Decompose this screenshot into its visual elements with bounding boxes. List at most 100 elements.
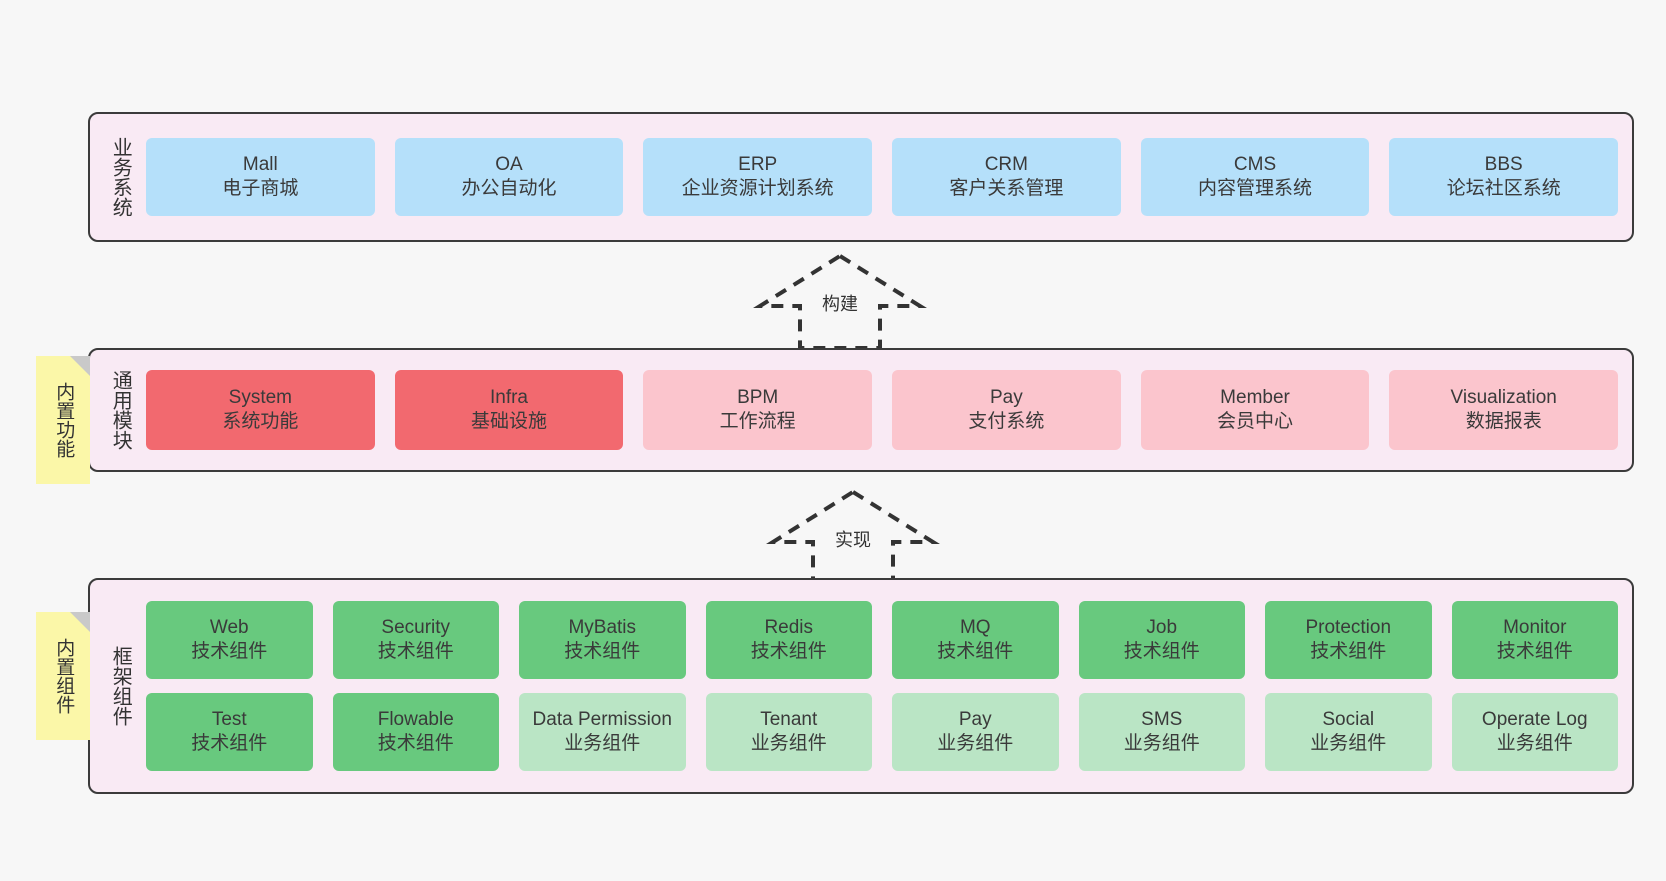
- card-title-en: CMS: [1233, 154, 1277, 176]
- card-title-en: Pay: [958, 709, 992, 731]
- card-title-en: Tenant: [760, 709, 818, 731]
- card-title-en: Test: [211, 709, 247, 731]
- arrow-build: 构建: [753, 250, 927, 350]
- card-subtitle-cn: 内容管理系统: [1198, 178, 1313, 199]
- card-subtitle-cn: 技术组件: [191, 733, 268, 754]
- card-subtitle-cn: 技术组件: [937, 641, 1014, 662]
- card-title-en: Data Permission: [532, 709, 672, 731]
- card-subtitle-cn: 工作流程: [719, 411, 796, 432]
- layer-title-framework-components: 框架组件: [109, 646, 132, 726]
- arrow-implement-label: 实现: [835, 530, 871, 550]
- card-subtitle-cn: 办公自动化: [461, 178, 557, 199]
- card-subtitle-cn: 技术组件: [750, 641, 827, 662]
- card-subtitle-cn: 业务组件: [750, 733, 827, 754]
- card-subtitle-cn: 技术组件: [377, 641, 454, 662]
- card-subtitle-cn: 技术组件: [191, 641, 268, 662]
- card-title-en: Protection: [1305, 617, 1392, 639]
- card-subtitle-cn: 论坛社区系统: [1446, 178, 1561, 199]
- card-title-en: Member: [1220, 387, 1290, 409]
- card-title-en: Pay: [989, 387, 1023, 409]
- card-subtitle-cn: 技术组件: [1310, 641, 1387, 662]
- sticky-note-builtin-features: 内置功能: [36, 356, 90, 484]
- card-title-en: OA: [495, 154, 523, 176]
- card-subtitle-cn: 技术组件: [1123, 641, 1200, 662]
- card-title-en: Mall: [242, 154, 278, 176]
- card-title-en: Redis: [764, 617, 814, 639]
- card-subtitle-cn: 电子商城: [222, 178, 299, 199]
- card-title-en: Flowable: [377, 709, 454, 731]
- card-subtitle-cn: 技术组件: [1496, 641, 1573, 662]
- arrow-implement: 实现: [766, 486, 940, 586]
- card-title-en: Job: [1146, 617, 1178, 639]
- card-title-en: Social: [1322, 709, 1375, 731]
- arrow-build-label: 构建: [822, 294, 858, 314]
- sticky-note-builtin-components: 内置组件: [36, 612, 90, 740]
- card-title-en: Web: [209, 617, 249, 639]
- card-title-en: System: [228, 387, 293, 409]
- card-subtitle-cn: 支付系统: [968, 411, 1045, 432]
- card-subtitle-cn: 基础设施: [471, 411, 548, 432]
- card-subtitle-cn: 技术组件: [564, 641, 641, 662]
- card-title-en: Infra: [489, 387, 529, 409]
- card-subtitle-cn: 业务组件: [564, 733, 641, 754]
- card-title-en: MQ: [959, 617, 991, 639]
- card-title-en: ERP: [738, 154, 778, 176]
- layer-title-common-modules: 通用模块: [109, 370, 132, 450]
- card-title-en: BBS: [1484, 154, 1523, 176]
- card-subtitle-cn: 客户关系管理: [949, 178, 1064, 199]
- card-subtitle-cn: 会员中心: [1217, 411, 1294, 432]
- card-subtitle-cn: 系统功能: [222, 411, 299, 432]
- card-title-en: SMS: [1141, 709, 1183, 731]
- card-subtitle-cn: 业务组件: [937, 733, 1014, 754]
- layer-title-business-systems: 业务系统: [109, 137, 132, 217]
- card-title-en: BPM: [737, 387, 779, 409]
- card-title-en: Security: [381, 617, 451, 639]
- card-subtitle-cn: 数据报表: [1465, 411, 1542, 432]
- card-title-en: CRM: [984, 154, 1028, 176]
- card-title-en: Visualization: [1450, 387, 1557, 409]
- card-subtitle-cn: 业务组件: [1123, 733, 1200, 754]
- card-title-en: Monitor: [1503, 617, 1567, 639]
- card-title-en: MyBatis: [568, 617, 637, 639]
- card-subtitle-cn: 业务组件: [1310, 733, 1387, 754]
